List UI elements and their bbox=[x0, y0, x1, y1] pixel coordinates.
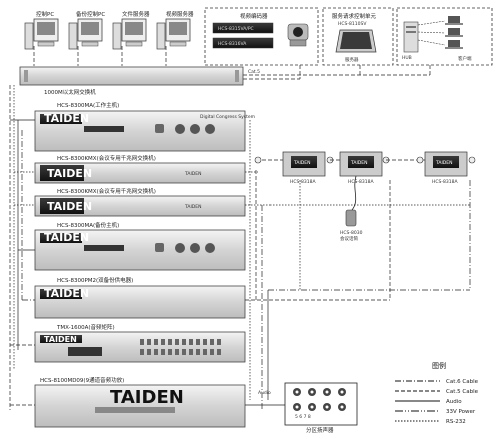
video-encoder-box: 视频编码器 HCS-8315VA/PC HCS-8316VA bbox=[204, 7, 319, 66]
conference-unit: TAIDEN HCS-8318A HCS-8030 会议话筒 bbox=[330, 151, 390, 242]
unit-brand: TAIDEN bbox=[350, 160, 367, 166]
label-touch-panel: 服务请求控制单元 bbox=[332, 12, 377, 20]
label-server: 服务器 bbox=[345, 56, 359, 63]
left-bus-lines bbox=[9, 85, 35, 410]
label-processor: Digital Congress System bbox=[200, 114, 255, 120]
label-amplifier: HCS-8100MD09(9通道音频功放) bbox=[40, 376, 124, 384]
legend-item: 33V Power bbox=[446, 409, 476, 415]
label-video-encoder: 视频编码器 bbox=[240, 12, 268, 20]
brand-logo: TAIDEN bbox=[44, 335, 77, 344]
right-bus-lines: Audio bbox=[245, 120, 471, 410]
label-power-unit: HCS-8300PM2(双备份供电器) bbox=[57, 276, 133, 284]
conference-unit: TAIDEN HCS-8318A bbox=[254, 151, 334, 185]
amplifier-device: HCS-8100MD09(9通道音频功放) TAIDEN bbox=[34, 376, 246, 428]
matrix-device: TMX-1600A(音频矩阵) TAIDEN bbox=[34, 323, 246, 363]
label-hub: HUB bbox=[402, 55, 412, 61]
label-unit-1: HCS-8318A bbox=[290, 179, 316, 185]
switch-device: 1000M以太网交换机 bbox=[19, 66, 244, 96]
brand-logo: TAIDEN bbox=[110, 387, 184, 408]
legend: 图例 Cat.6 Cable Cat.5 Cable Audio 33V Pow… bbox=[395, 361, 479, 425]
label-backup-pc: 备份控制PC bbox=[76, 10, 105, 18]
legend-item: RS-232 bbox=[446, 419, 466, 425]
microphone-icon bbox=[345, 209, 357, 227]
brand-logo: TAIDEN bbox=[44, 112, 89, 125]
brand-logo: TAIDEN bbox=[44, 231, 89, 244]
kmx-device-1: HCS-8300KMX(会议专用千兆网交换机) TAIDEN TAIDEN bbox=[34, 154, 246, 184]
label-backup-unit: HCS-8300MA(备份主机) bbox=[57, 221, 119, 229]
label-file-server: 文件服务器 bbox=[122, 10, 150, 18]
main-unit-device: HCS-8300MA(工作主机) TAIDEN Digital Congress… bbox=[34, 101, 255, 152]
legend-title: 图例 bbox=[432, 361, 446, 370]
label-mic-desc: 会议话筒 bbox=[340, 235, 358, 242]
legend-item: Audio bbox=[446, 399, 462, 405]
laptop-icon bbox=[445, 40, 463, 49]
brand-logo: TAIDEN bbox=[47, 200, 92, 213]
brand-logo: TAIDEN bbox=[47, 167, 92, 180]
label-enc-model-1: HCS-8315VA/PC bbox=[218, 26, 254, 32]
network-box: HUB 客户端 bbox=[396, 7, 493, 66]
label-unit-2: HCS-8318A bbox=[348, 179, 374, 185]
conference-unit: TAIDEN HCS-8318A bbox=[386, 151, 476, 185]
label-kmx-1: HCS-8300KMX(会议专用千兆网交换机) bbox=[57, 154, 156, 162]
label-kmx-2-panel: TAIDEN bbox=[184, 204, 201, 210]
legend-item: Cat.5 Cable bbox=[446, 389, 479, 395]
label-cat5-top: Cat.5 bbox=[248, 69, 260, 75]
touch-panel-icon bbox=[335, 29, 377, 53]
touch-panel-box: 服务请求控制单元 HCS-8110SV 服务器 bbox=[322, 7, 394, 66]
pc-icon bbox=[24, 18, 59, 50]
legend-item: Cat.6 Cable bbox=[446, 379, 479, 385]
unit-brand: TAIDEN bbox=[435, 160, 452, 166]
laptop-icon bbox=[445, 28, 463, 37]
label-kmx-1-panel: TAIDEN bbox=[184, 171, 201, 177]
label-speaker-nums: 5 6 7 8 bbox=[295, 414, 311, 420]
label-enc-model-2: HCS-8316VA bbox=[218, 41, 247, 47]
label-speakers: 分区扬声器 bbox=[306, 426, 334, 434]
label-touch-panel-model: HCS-8110SV bbox=[338, 21, 367, 27]
label-main-unit: HCS-8300MA(工作主机) bbox=[57, 101, 119, 109]
label-unit-3: HCS-8318A bbox=[432, 179, 458, 185]
label-kmx-2: HCS-8300KMX(会议专用千兆网交换机) bbox=[57, 187, 156, 195]
pc-group: 控制PC 备份控制PC 文件服务器 视频服务器 bbox=[24, 10, 194, 66]
laptop-icon bbox=[445, 16, 463, 25]
label-control-pc: 控制PC bbox=[36, 10, 54, 18]
label-video-server: 视频服务器 bbox=[166, 10, 194, 18]
label-mic: HCS-8030 bbox=[340, 230, 363, 236]
backup-unit-device: HCS-8300MA(备份主机) TAIDEN bbox=[34, 221, 246, 271]
power-unit-device: HCS-8300PM2(双备份供电器) TAIDEN bbox=[34, 276, 246, 319]
server-icon bbox=[156, 18, 191, 50]
unit-brand: TAIDEN bbox=[293, 160, 310, 166]
server-icon bbox=[112, 18, 147, 50]
label-switch: 1000M以太网交换机 bbox=[44, 88, 96, 96]
pc-icon bbox=[68, 18, 103, 50]
label-clients: 客户端 bbox=[458, 55, 472, 62]
label-matrix: TMX-1600A(音频矩阵) bbox=[56, 323, 115, 331]
speaker-box: 5 6 7 8 分区扬声器 bbox=[284, 382, 358, 434]
camera-icon bbox=[287, 23, 309, 47]
kmx-device-2: HCS-8300KMX(会议专用千兆网交换机) TAIDEN TAIDEN bbox=[34, 187, 246, 217]
label-audio-line: Audio bbox=[258, 390, 271, 396]
brand-logo: TAIDEN bbox=[44, 287, 89, 300]
